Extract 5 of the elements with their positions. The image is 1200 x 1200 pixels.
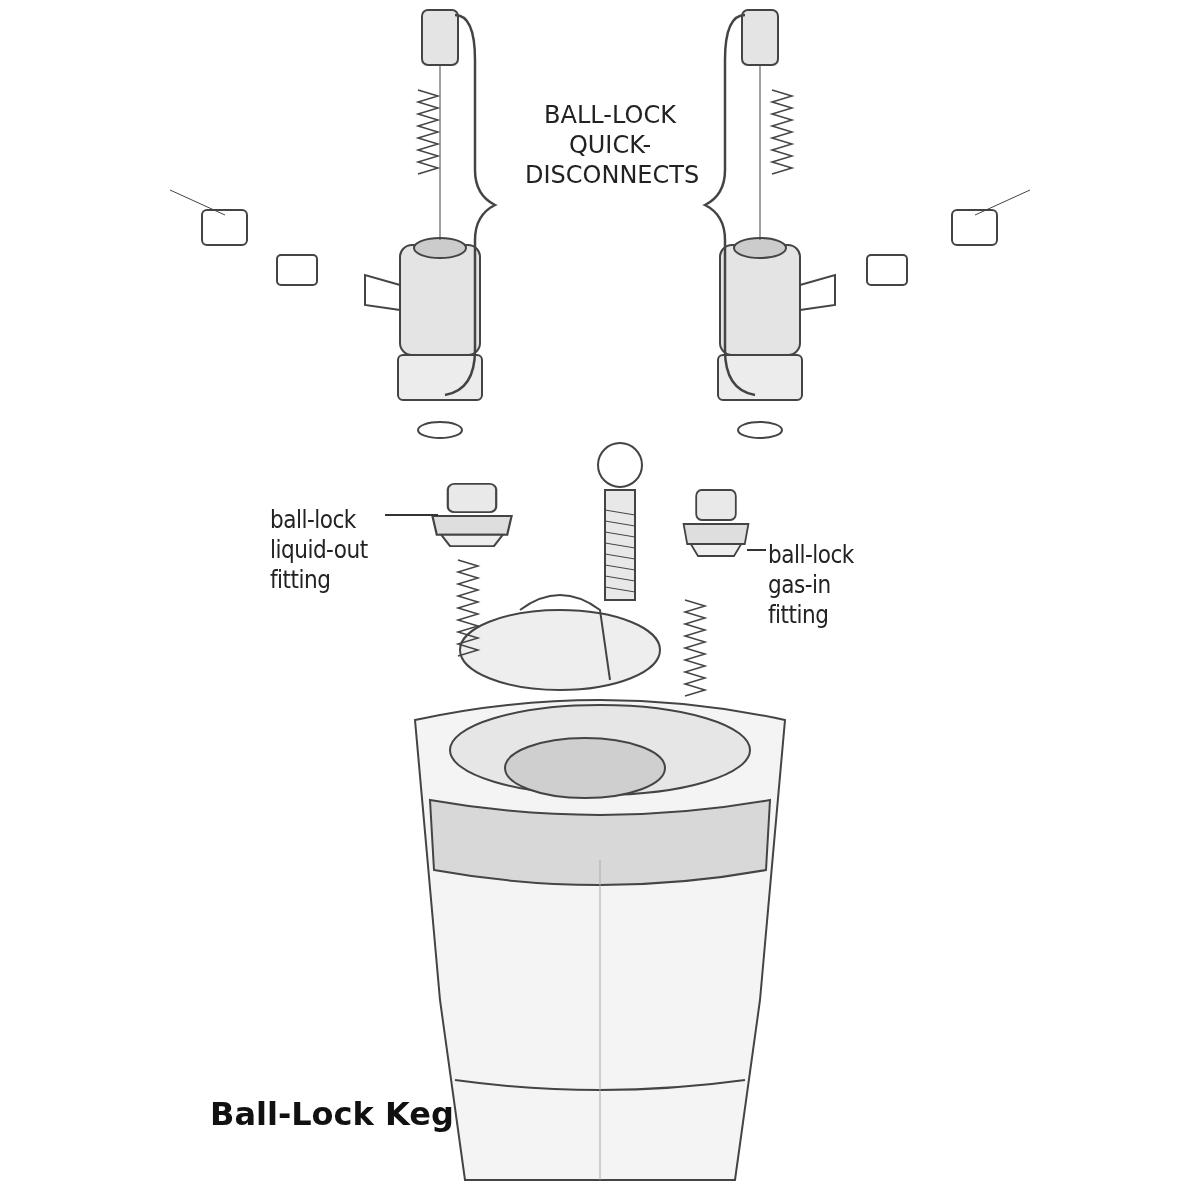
leader-line: [746, 549, 767, 551]
callout-label: ball-lock gas-in fitting: [768, 540, 888, 635]
callout-label: ball-lock liquid-out fitting: [270, 505, 390, 600]
diagram-title: Ball-Lock Keg: [210, 1095, 454, 1133]
leader-line: [384, 514, 439, 516]
